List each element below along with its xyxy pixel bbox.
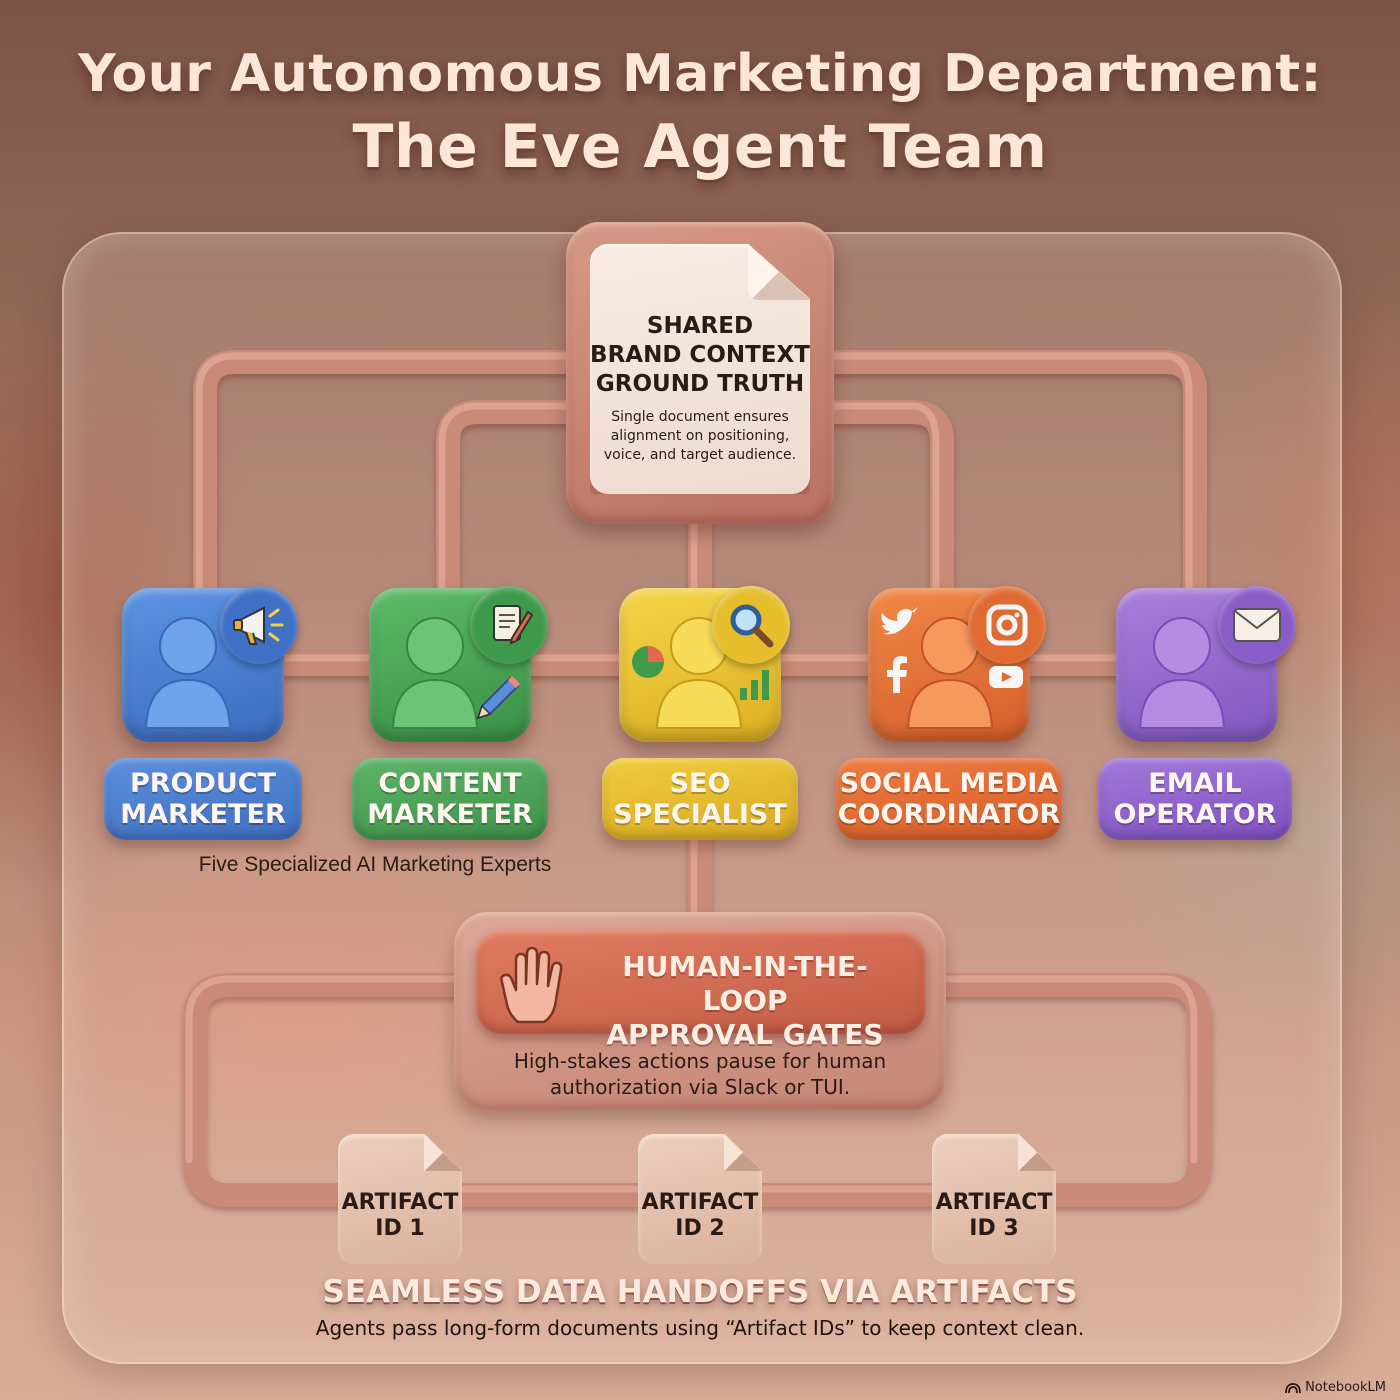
title-line-1: Your Autonomous Marketing Department: [78, 44, 1322, 104]
person-icon [391, 617, 479, 729]
artifact-label-1: ARTIFACT ID 1 [341, 1190, 459, 1241]
approval-gate-title: HUMAN-IN-THE-LOOP APPROVAL GATES [606, 950, 884, 1051]
artifact-label-2: ARTIFACT ID 2 [641, 1190, 759, 1241]
instagram-icon [968, 586, 1046, 664]
pipe-gate-left-loop [183, 973, 466, 1207]
envelope-icon [1218, 586, 1296, 664]
twitter-icon [874, 598, 924, 648]
person-icon [906, 617, 994, 729]
title-line-2: The Eve Agent Team [352, 112, 1048, 182]
agent-label-text: EMAIL OPERATOR [1113, 768, 1277, 830]
bar-chart-icon [734, 664, 778, 704]
agent-label-text: SEO SPECIALIST [613, 768, 787, 830]
artifact-label-3: ARTIFACT ID 3 [935, 1190, 1053, 1241]
agent-email-operator [1116, 588, 1278, 742]
hub-title: SHARED BRAND CONTEXT GROUND TRUTH [590, 313, 810, 397]
agent-label-seo-specialist: SEO SPECIALIST [602, 758, 798, 840]
handoff-description: Agents pass long-form documents using “A… [315, 1316, 1085, 1340]
agent-label-text: SOCIAL MEDIA COORDINATOR [837, 768, 1061, 830]
pipe-hub-to-social [822, 400, 954, 612]
megaphone-icon [220, 586, 298, 664]
approval-gate-description: High-stakes actions pause for human auth… [513, 1049, 887, 1099]
document-pencil-icon [470, 586, 548, 664]
person-icon [144, 617, 232, 729]
agent-label-social-media-coordinator: SOCIAL MEDIA COORDINATOR [836, 758, 1062, 840]
pencil-icon [468, 668, 528, 728]
agent-label-product-marketer: PRODUCT MARKETER [104, 758, 302, 840]
youtube-icon [986, 660, 1026, 694]
brand-watermark: NotebookLM [1285, 1380, 1386, 1395]
brand-name: NotebookLM [1305, 1380, 1386, 1395]
hub-description: Single document ensures alignment on pos… [603, 409, 797, 463]
facebook-icon [880, 654, 914, 694]
pipe-hub-to-content [436, 400, 578, 612]
experts-caption: Five Specialized AI Marketing Experts [198, 853, 552, 876]
agent-label-text: CONTENT MARKETER [367, 768, 533, 830]
hand-stop-icon [494, 944, 574, 1026]
person-icon [1138, 617, 1226, 729]
pie-chart-icon [626, 640, 670, 684]
agent-label-text: PRODUCT MARKETER [120, 768, 286, 830]
notebooklm-logo-icon [1285, 1382, 1301, 1393]
agent-label-email-operator: EMAIL OPERATOR [1098, 758, 1292, 840]
agent-label-content-marketer: CONTENT MARKETER [352, 758, 548, 840]
page-title: Your Autonomous Marketing Department: Th… [0, 40, 1400, 186]
pipe-hub-to-email [822, 350, 1207, 612]
pipe-gate-right-loop [934, 973, 1212, 1207]
agent-product-marketer [122, 588, 284, 742]
magnifier-icon [712, 586, 790, 664]
handoff-title: SEAMLESS DATA HANDOFFS VIA ARTIFACTS [322, 1274, 1078, 1310]
agent-content-marketer [369, 588, 531, 742]
pipe-hub-to-product [193, 350, 578, 612]
